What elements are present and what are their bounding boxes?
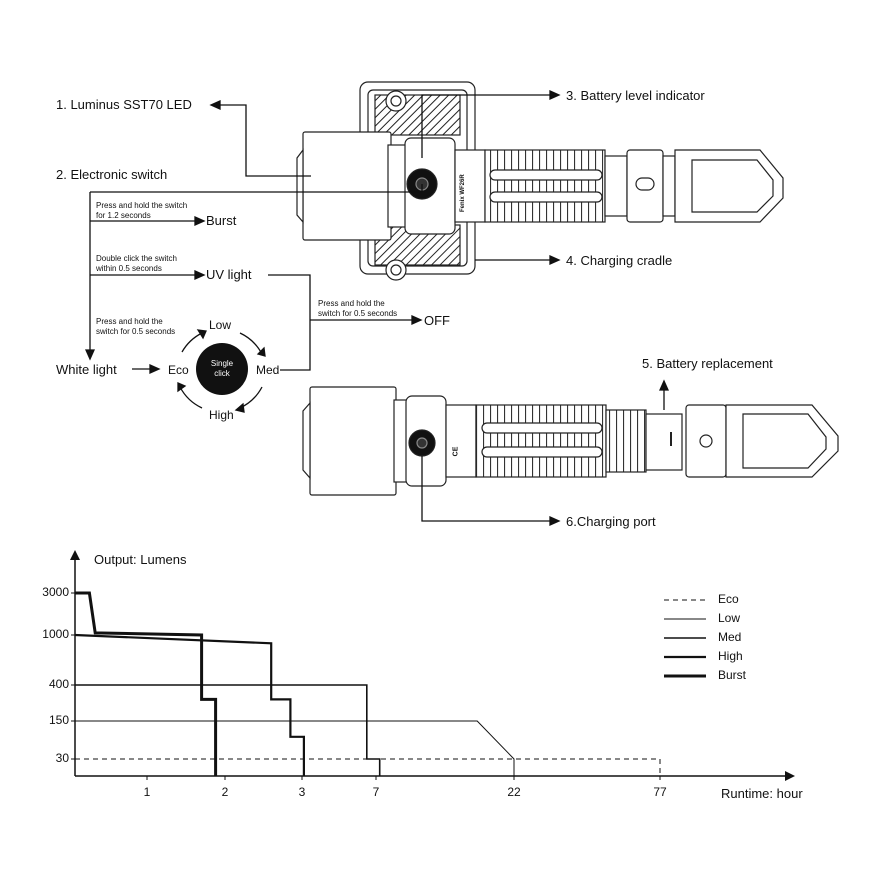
x-tick-label: 3 bbox=[298, 785, 306, 799]
white-light-label: White light bbox=[56, 362, 117, 377]
charging-port-label: 6.Charging port bbox=[566, 514, 656, 529]
chart-xlabel: Runtime: hour bbox=[721, 786, 803, 801]
y-tick-label: 3000 bbox=[42, 585, 69, 599]
x-tick-label: 77 bbox=[653, 785, 667, 799]
series-line-high bbox=[74, 633, 305, 776]
legend-label-low: Low bbox=[718, 611, 741, 625]
led-label: 1. Luminus SST70 LED bbox=[56, 97, 192, 112]
mode-eco: Eco bbox=[168, 363, 189, 377]
series-line-eco bbox=[75, 758, 661, 776]
charging-cradle-label: 4. Charging cradle bbox=[566, 253, 673, 268]
burst-mode-label: Burst bbox=[206, 213, 237, 228]
y-tick-label: 1000 bbox=[42, 627, 69, 641]
legend-label-high: High bbox=[718, 649, 743, 663]
battery-replacement-label: 5. Battery replacement bbox=[642, 356, 773, 371]
switch-label: 2. Electronic switch bbox=[56, 167, 168, 182]
y-tick-label: 400 bbox=[48, 677, 69, 691]
series-line-burst bbox=[75, 591, 218, 776]
series-line-med bbox=[75, 684, 381, 776]
series-line-low bbox=[75, 720, 515, 776]
callout-lines bbox=[90, 89, 670, 527]
legend-label-eco: Eco bbox=[718, 592, 739, 606]
legend-label-med: Med bbox=[718, 630, 742, 644]
chart-ylabel: Output: Lumens bbox=[94, 552, 187, 567]
x-tick-label: 7 bbox=[372, 785, 380, 799]
flashlight-battery-replacement bbox=[302, 386, 839, 496]
uv-mode-label: UV light bbox=[206, 267, 252, 282]
y-axis-arrow bbox=[70, 550, 80, 560]
x-axis-arrow bbox=[785, 771, 795, 781]
legend-label-burst: Burst bbox=[718, 668, 747, 682]
mode-high: High bbox=[209, 408, 234, 422]
y-tick-label: 150 bbox=[48, 713, 69, 727]
x-tick-label: 2 bbox=[221, 785, 229, 799]
operation-flow-lines bbox=[84, 192, 423, 413]
x-tick-label: 1 bbox=[143, 785, 151, 799]
mode-low: Low bbox=[209, 318, 232, 332]
y-tick-label: 30 bbox=[55, 751, 69, 765]
battery-indicator-label: 3. Battery level indicator bbox=[566, 88, 705, 103]
x-tick-label: 22 bbox=[507, 785, 521, 799]
mode-med: Med bbox=[256, 363, 280, 377]
off-label: OFF bbox=[424, 313, 450, 328]
single-click-disc bbox=[196, 343, 248, 395]
